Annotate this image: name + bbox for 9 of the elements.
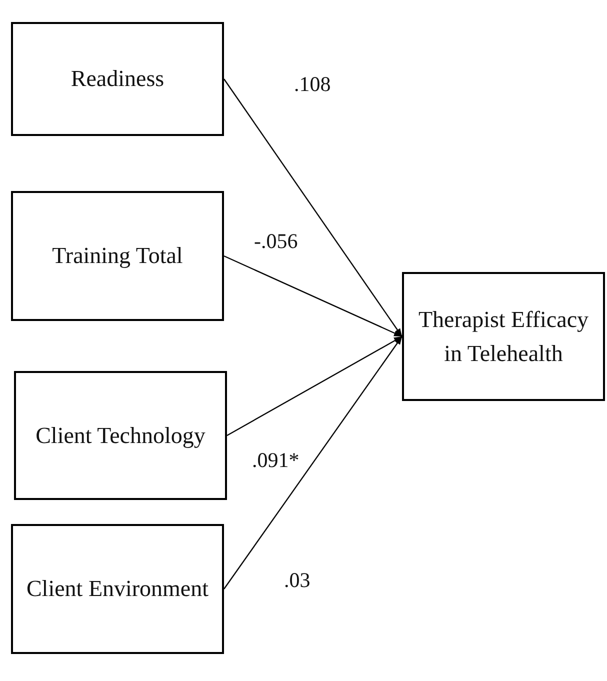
variable-box: Therapist Efficacy in Telehealth: [402, 272, 605, 401]
arrow: [224, 255, 402, 338]
variable-box: Readiness: [11, 22, 224, 136]
arrow: [224, 78, 402, 337]
arrow: [226, 336, 402, 436]
arrow: [224, 336, 402, 590]
variable-box: Client Environment: [11, 524, 224, 654]
variable-box: Training Total: [11, 191, 224, 321]
variable-box: Client Technology: [14, 371, 227, 500]
